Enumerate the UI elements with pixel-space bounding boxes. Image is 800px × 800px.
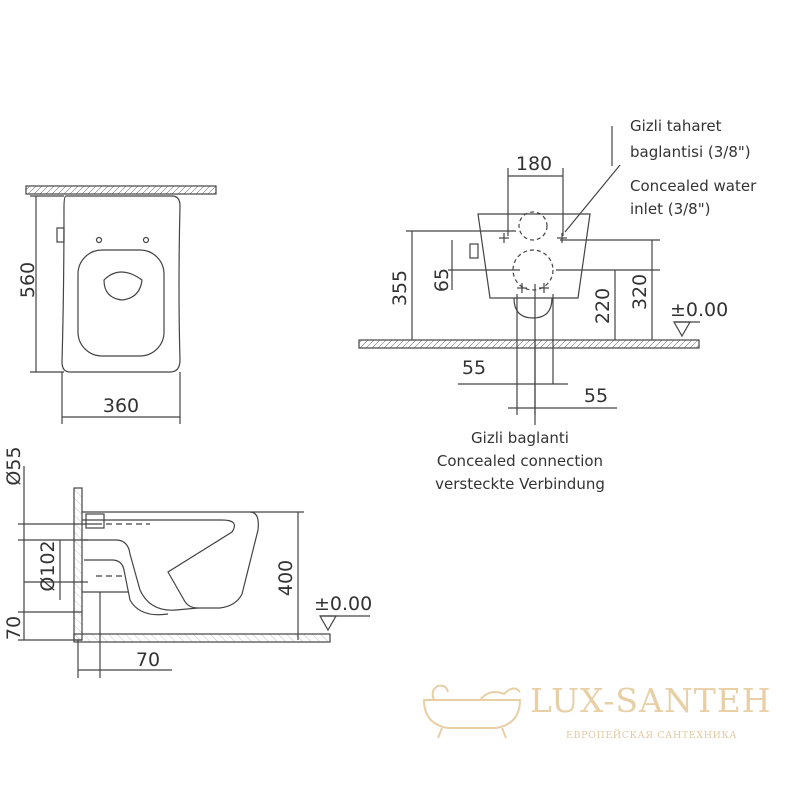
side-wall [73,487,83,641]
top-wall [25,185,217,195]
seat-opening [77,249,165,357]
dim-55-left: 55 [462,357,486,379]
dim-55-right: 55 [584,385,608,407]
note-line: versteckte Verbindung [435,475,605,493]
zero-level-side: ±0.00 [314,593,372,615]
top-view [25,185,217,424]
dim-360: 360 [103,395,139,417]
bowl-opening [103,271,143,301]
note-line: Gizli baglanti [471,429,569,447]
dim-220: 220 [592,288,614,324]
dim-70-horizontal: 70 [136,649,160,671]
note-line: Concealed water [630,177,757,195]
note-line: Concealed connection [437,452,603,470]
side-floor [73,633,331,643]
note-line: Gizli taharet [630,117,722,135]
connection-note: Gizli baglanti Concealed connection vers… [435,429,605,493]
water-inlet-note: Gizli taharet baglantisi (3/8") Conceale… [630,117,757,218]
dim-320: 320 [629,274,651,310]
dim-400: 400 [275,560,297,596]
floor [358,339,700,349]
dim-355: 355 [389,270,411,306]
brand-tagline: ЕВРОПЕЙСКАЯ САНТЕХНИКА [566,729,737,741]
bathtub-icon [422,684,522,739]
brand-name: LUX-SANTEH [530,681,772,720]
side-view [18,466,370,678]
zero-level-front: ±0.00 [670,299,728,321]
dim-diameter-102: Ø102 [37,540,59,591]
toilet-outline-front [477,213,591,299]
note-line: inlet (3/8") [630,200,710,218]
watermark-logo: LUX-SANTEH ЕВРОПЕЙСКАЯ САНТЕХНИКА [422,681,772,741]
outlet-pipe [513,297,553,319]
note-line: baglantisi (3/8") [630,143,751,161]
dim-560: 560 [17,262,39,298]
dim-70-vertical: 70 [3,616,25,640]
front-view [358,126,700,425]
dim-180: 180 [516,153,552,175]
dim-diameter-55: Ø55 [3,446,25,485]
toilet-outline-top [61,195,181,373]
dim-65: 65 [431,268,453,292]
